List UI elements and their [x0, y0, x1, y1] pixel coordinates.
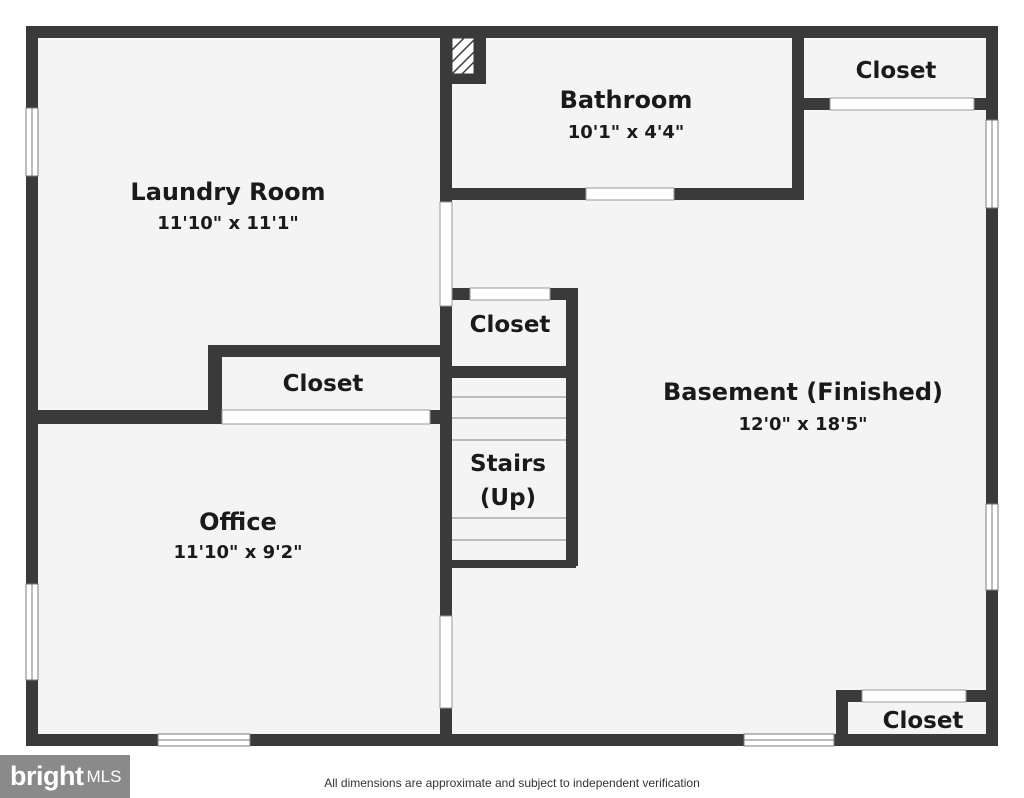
door-openings	[221, 97, 975, 709]
interior-walls	[32, 32, 994, 740]
closet-bottom-right-label: Closet	[883, 708, 964, 734]
stairs-label-line1: Stairs	[470, 451, 546, 477]
bathroom-dimensions: 10'1" x 4'4"	[568, 122, 685, 143]
closet-center-label: Closet	[470, 312, 551, 338]
floor-area	[32, 32, 992, 740]
office-dimensions: 11'10" x 9'2"	[173, 542, 302, 563]
closet-left-label: Closet	[283, 371, 364, 397]
closet-top-right-label: Closet	[856, 58, 937, 84]
bright-mls-logo: bright MLS	[0, 755, 130, 798]
laundry-room-dimensions: 11'10" x 11'1"	[157, 213, 299, 234]
bathroom-name: Bathroom	[560, 86, 693, 114]
office-name: Office	[199, 508, 277, 536]
stairs-label-line2: (Up)	[480, 485, 536, 511]
laundry-room-name: Laundry Room	[130, 178, 325, 206]
disclaimer-text: All dimensions are approximate and subje…	[324, 776, 700, 790]
basement-dimensions: 12'0" x 18'5"	[738, 414, 867, 435]
logo-word: bright	[10, 761, 84, 791]
stair-treads	[452, 396, 566, 541]
vent-hatch	[451, 37, 475, 75]
basement-name: Basement (Finished)	[663, 378, 943, 406]
windows	[25, 107, 999, 747]
logo-mls: MLS	[86, 766, 122, 786]
